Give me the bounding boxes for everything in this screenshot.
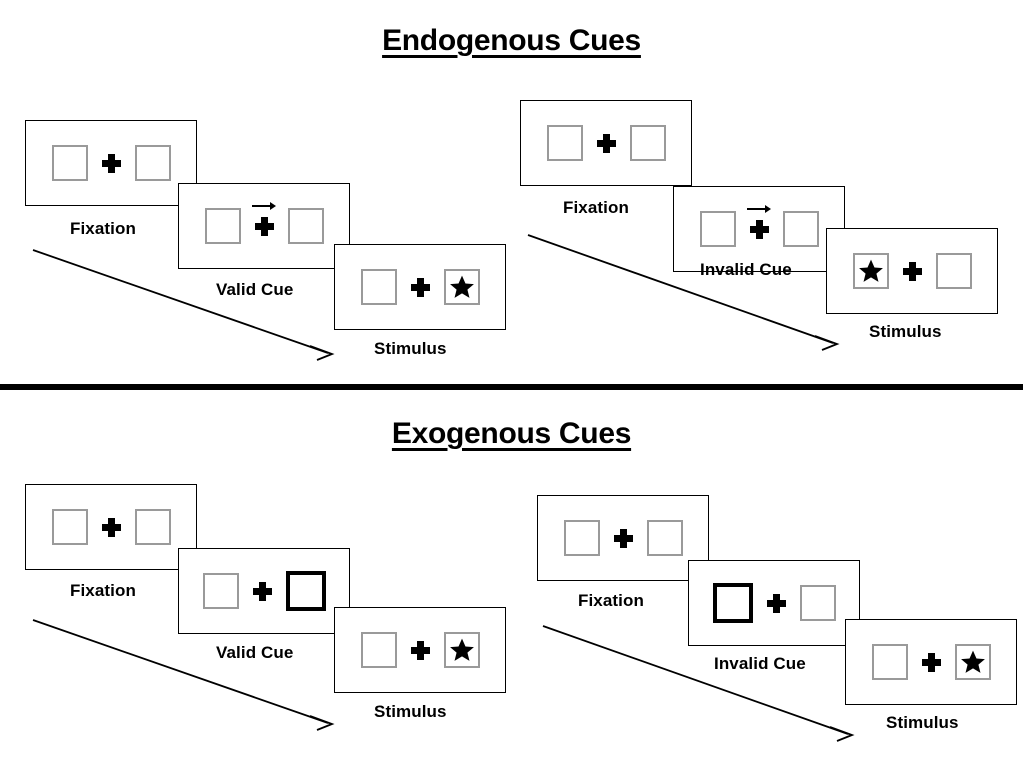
- frame-content: [179, 184, 349, 268]
- placeholder-box-left: [871, 644, 908, 680]
- fixation-cross-group: [88, 517, 135, 537]
- caption-exogenous-invalid-stimulus: Stimulus: [886, 713, 959, 732]
- arrow-right-icon: [747, 204, 771, 214]
- fixation-cross-group: [88, 153, 135, 173]
- placeholder-box-left: [852, 253, 889, 289]
- placeholder-box-right: [443, 269, 480, 305]
- plus-icon: [902, 261, 922, 281]
- plus-icon: [252, 581, 272, 601]
- trial-frame-exogenous-valid-stimulus[interactable]: [334, 607, 506, 693]
- trial-frame-endogenous-valid-fixation[interactable]: [25, 120, 197, 206]
- placeholder-box-right: [799, 585, 836, 621]
- plus-icon: [749, 219, 769, 239]
- trial-frame-exogenous-invalid-stimulus[interactable]: [845, 619, 1017, 705]
- caption-endogenous-valid-cue: Valid Cue: [216, 280, 294, 299]
- caption-exogenous-valid-cue: Valid Cue: [216, 643, 294, 662]
- plus-icon: [101, 153, 121, 173]
- cue-box-left-highlighted: [712, 583, 753, 623]
- fixation-cross-group: [889, 261, 936, 281]
- trial-frame-endogenous-invalid-cue[interactable]: [673, 186, 845, 272]
- placeholder-box-right: [629, 125, 666, 161]
- placeholder-box-right: [134, 509, 171, 545]
- placeholder-box-right: [134, 145, 171, 181]
- trial-frame-exogenous-valid-cue[interactable]: [178, 548, 350, 634]
- star-icon: [858, 259, 883, 282]
- section-title-endogenous: Endogenous Cues: [382, 24, 641, 57]
- fixation-cross-group: [753, 593, 800, 613]
- plus-icon: [921, 652, 941, 672]
- placeholder-box-left: [546, 125, 583, 161]
- placeholder-box-right: [935, 253, 972, 289]
- caption-endogenous-invalid-cue: Invalid Cue: [700, 260, 792, 279]
- caption-endogenous-invalid-stimulus: Stimulus: [869, 322, 942, 341]
- placeholder-box-right: [782, 211, 819, 247]
- caption-exogenous-valid-fixation: Fixation: [70, 581, 136, 600]
- plus-icon: [410, 277, 430, 297]
- fixation-cross-group: [908, 652, 955, 672]
- trial-frame-exogenous-invalid-cue[interactable]: [688, 560, 860, 646]
- fixation-cross-group: [600, 528, 647, 548]
- frame-content: [26, 121, 196, 205]
- frame-content: [674, 187, 844, 271]
- caption-endogenous-valid-fixation: Fixation: [70, 219, 136, 238]
- fixation-cross-group: [397, 277, 444, 297]
- caption-endogenous-invalid-fixation: Fixation: [563, 198, 629, 217]
- trial-frame-exogenous-valid-fixation[interactable]: [25, 484, 197, 570]
- section-divider: [0, 384, 1023, 390]
- placeholder-box-right: [287, 208, 324, 244]
- frame-content: [335, 245, 505, 329]
- plus-icon: [410, 640, 430, 660]
- placeholder-box-left: [563, 520, 600, 556]
- placeholder-box-left: [360, 269, 397, 305]
- placeholder-box-left: [699, 211, 736, 247]
- placeholder-box-left: [202, 573, 239, 609]
- section-title-exogenous: Exogenous Cues: [391, 417, 632, 450]
- placeholder-box-left: [204, 208, 241, 244]
- frame-content: [335, 608, 505, 692]
- cue-box-right-highlighted: [285, 571, 326, 611]
- frame-content: [26, 485, 196, 569]
- fixation-cross-group: [397, 640, 444, 660]
- plus-icon: [596, 133, 616, 153]
- star-icon: [960, 650, 985, 673]
- placeholder-box-right: [954, 644, 991, 680]
- caption-exogenous-invalid-fixation: Fixation: [578, 591, 644, 610]
- fixation-cross-group: [239, 581, 286, 601]
- frame-content: [846, 620, 1016, 704]
- trial-frame-endogenous-invalid-fixation[interactable]: [520, 100, 692, 186]
- star-icon: [449, 275, 474, 298]
- plus-icon: [101, 517, 121, 537]
- fixation-cross-group: [736, 204, 783, 239]
- trial-frame-endogenous-invalid-stimulus[interactable]: [826, 228, 998, 314]
- caption-exogenous-valid-stimulus: Stimulus: [374, 702, 447, 721]
- fixation-cross-group: [241, 201, 288, 236]
- plus-icon: [613, 528, 633, 548]
- placeholder-box-left: [51, 509, 88, 545]
- frame-content: [538, 496, 708, 580]
- trial-frame-endogenous-valid-cue[interactable]: [178, 183, 350, 269]
- trial-frame-exogenous-invalid-fixation[interactable]: [537, 495, 709, 581]
- placeholder-box-right: [646, 520, 683, 556]
- frame-content: [521, 101, 691, 185]
- placeholder-box-left: [51, 145, 88, 181]
- placeholder-box-left: [360, 632, 397, 668]
- star-icon: [449, 638, 474, 661]
- plus-icon: [254, 216, 274, 236]
- caption-endogenous-valid-stimulus: Stimulus: [374, 339, 447, 358]
- fixation-cross-group: [583, 133, 630, 153]
- plus-icon: [766, 593, 786, 613]
- trial-frame-endogenous-valid-stimulus[interactable]: [334, 244, 506, 330]
- placeholder-box-right: [443, 632, 480, 668]
- arrow-right-icon: [252, 201, 276, 211]
- frame-content: [689, 561, 859, 645]
- frame-content: [827, 229, 997, 313]
- caption-exogenous-invalid-cue: Invalid Cue: [714, 654, 806, 673]
- frame-content: [179, 549, 349, 633]
